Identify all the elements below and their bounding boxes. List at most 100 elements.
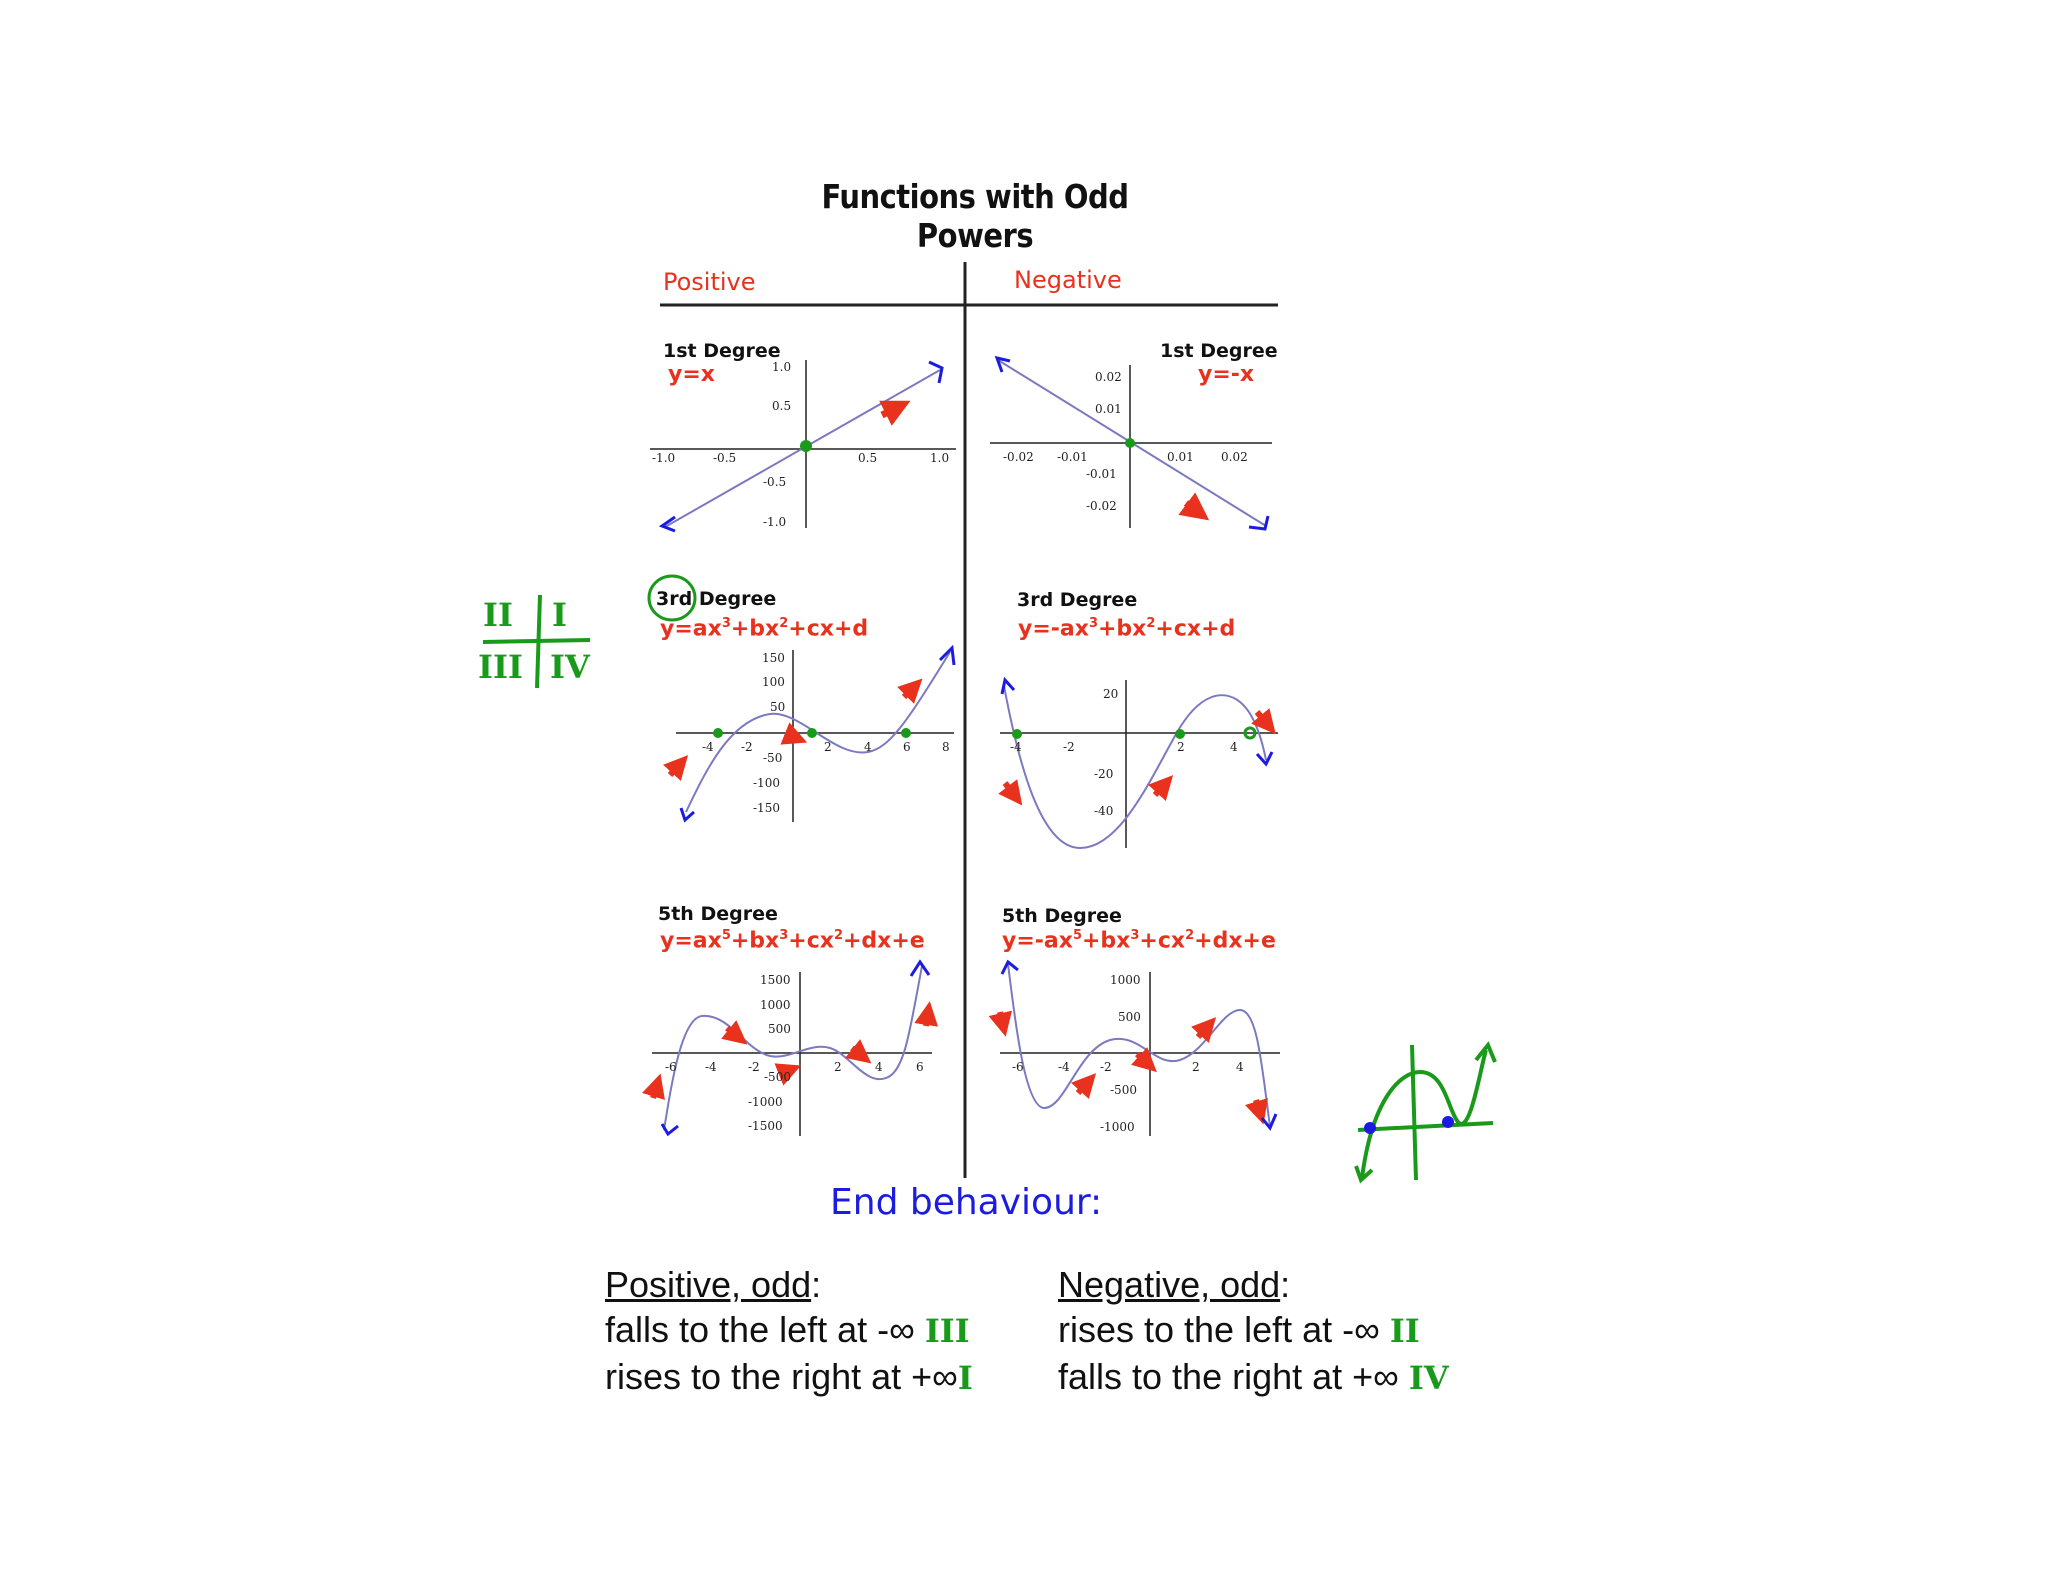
graph-equation: y=-ax5+bx3+cx2+dx+e xyxy=(1002,928,1276,954)
tick: 2 xyxy=(1192,1060,1200,1074)
summary-negative: Negative, odd: rises to the left at -∞ I… xyxy=(1058,1264,1449,1397)
graph-neg-5th: -6 -4 -2 2 4 1000 500 -500 -1000 xyxy=(988,959,1280,1136)
tick: -4 xyxy=(705,1060,717,1074)
tick: 0.01 xyxy=(1095,402,1122,416)
tick: -2 xyxy=(1100,1060,1112,1074)
tick: -1500 xyxy=(748,1119,783,1133)
tick: -4 xyxy=(1010,740,1022,754)
tick: -0.5 xyxy=(713,451,736,465)
tick: -0.02 xyxy=(1086,499,1117,513)
cubic-sketch xyxy=(1354,1041,1497,1184)
tick: 6 xyxy=(916,1060,924,1074)
graph-degree-label: 5th Degree xyxy=(1002,905,1122,927)
tick: 0.5 xyxy=(858,451,877,465)
tick: -6 xyxy=(1012,1060,1024,1074)
quadrant-label: III xyxy=(478,648,523,686)
tick: -4 xyxy=(702,740,714,754)
circled-degree: 3rd xyxy=(656,588,693,610)
tick: -2 xyxy=(741,740,753,754)
end-behaviour-title: End behaviour: xyxy=(830,1182,1103,1223)
graph-equation: y=ax3+bx2+cx+d xyxy=(660,616,869,642)
tick: -100 xyxy=(753,776,780,790)
tick: -1.0 xyxy=(652,451,675,465)
tick: 0.02 xyxy=(1095,370,1122,384)
tick: 500 xyxy=(1118,1010,1141,1024)
summary-heading: Negative, odd xyxy=(1058,1264,1281,1305)
tick: 500 xyxy=(768,1022,791,1036)
tick: 20 xyxy=(1103,687,1118,701)
circle-annotation xyxy=(647,574,697,622)
tick: -500 xyxy=(1110,1083,1137,1097)
page-title: Functions with Odd Powers xyxy=(821,176,1129,256)
tick: -1000 xyxy=(1100,1120,1135,1134)
quadrant-label: II xyxy=(483,596,513,634)
tick: 4 xyxy=(864,740,872,754)
tick: 0.01 xyxy=(1167,450,1194,464)
graph-pos-1st: -1.0 -0.5 0.5 1.0 1.0 0.5 -0.5 -1.0 xyxy=(650,360,956,533)
graph-neg-3rd: -4 -2 2 4 20 -20 -40 xyxy=(998,676,1278,850)
graph-neg-1st: -0.02 -0.01 0.01 0.02 0.02 0.01 -0.01 -0… xyxy=(990,355,1272,531)
summary-positive: Positive, odd: falls to the left at -∞ I… xyxy=(605,1264,973,1397)
graph-degree-label: 3rd Degree xyxy=(1017,589,1138,611)
graph-pos-5th: -6 -4 -2 2 4 6 1500 1000 500 -500 -1000 … xyxy=(642,959,939,1137)
tick: 6 xyxy=(903,740,911,754)
graph-degree-label: 3rd Degree xyxy=(656,588,776,610)
tick: -20 xyxy=(1094,767,1113,781)
tick: -150 xyxy=(753,801,780,815)
tick: 2 xyxy=(834,1060,842,1074)
graph-degree-label: 1st Degree xyxy=(1160,340,1278,362)
sketch-point xyxy=(1442,1116,1454,1128)
graph-equation: y=ax5+bx3+cx2+dx+e xyxy=(660,928,925,954)
tick: -4 xyxy=(1058,1060,1070,1074)
graph-pos-3rd: -4 -2 2 4 6 8 150 100 50 -50 -100 -150 xyxy=(663,644,956,823)
quadrant-label: I xyxy=(552,596,567,634)
summary-heading: Positive, odd xyxy=(605,1264,812,1305)
tick: 4 xyxy=(1236,1060,1244,1074)
tick: 1.0 xyxy=(930,451,949,465)
degree-word: Degree xyxy=(692,588,777,610)
tick: 2 xyxy=(824,740,832,754)
tick: 100 xyxy=(762,675,785,689)
graph-degree-label: 5th Degree xyxy=(658,903,778,925)
tick: 50 xyxy=(770,700,785,714)
tick: 4 xyxy=(875,1060,883,1074)
tick: -40 xyxy=(1094,804,1113,818)
quadrant-numeral: III xyxy=(924,1312,970,1350)
column-header-negative: Negative xyxy=(1014,266,1122,294)
quadrant-label: IV xyxy=(550,648,590,686)
tick: -1000 xyxy=(748,1095,783,1109)
tick: -50 xyxy=(763,751,782,765)
quadrant-numeral: IV xyxy=(1408,1359,1449,1397)
graph-equation: y=-x xyxy=(1198,362,1255,387)
tick: 1500 xyxy=(760,973,791,987)
tick: 1000 xyxy=(1110,973,1141,987)
tick: 8 xyxy=(942,740,950,754)
summary-line: rises to the left at -∞ xyxy=(1058,1309,1380,1350)
tick: -2 xyxy=(1063,740,1075,754)
tick: 1.0 xyxy=(772,360,791,374)
summary-line: falls to the left at -∞ xyxy=(605,1309,915,1350)
tick: 0.5 xyxy=(772,399,791,413)
quadrant-numeral: II xyxy=(1389,1312,1420,1350)
tick: -0.01 xyxy=(1086,467,1117,481)
tick: 150 xyxy=(762,651,785,665)
graph-equation: y=x xyxy=(668,362,715,387)
tick: 1000 xyxy=(760,998,791,1012)
summary-line: falls to the right at +∞ xyxy=(1058,1356,1399,1397)
graph-degree-label: 1st Degree xyxy=(663,340,781,362)
graph-equation: y=-ax3+bx2+cx+d xyxy=(1018,616,1236,642)
tick: -1.0 xyxy=(763,515,786,529)
tick: -2 xyxy=(748,1060,760,1074)
quadrant-sketch xyxy=(482,594,591,689)
column-header-positive: Positive xyxy=(663,268,756,296)
tick: 2 xyxy=(1177,740,1185,754)
summary-line: rises to the right at +∞ xyxy=(605,1356,958,1397)
quadrant-numeral: I xyxy=(957,1359,973,1397)
tick: -0.01 xyxy=(1057,450,1088,464)
sketch-point xyxy=(1364,1122,1376,1134)
tick: -6 xyxy=(665,1060,677,1074)
tick: 0.02 xyxy=(1221,450,1248,464)
tick: -0.02 xyxy=(1003,450,1034,464)
tick: 4 xyxy=(1230,740,1238,754)
